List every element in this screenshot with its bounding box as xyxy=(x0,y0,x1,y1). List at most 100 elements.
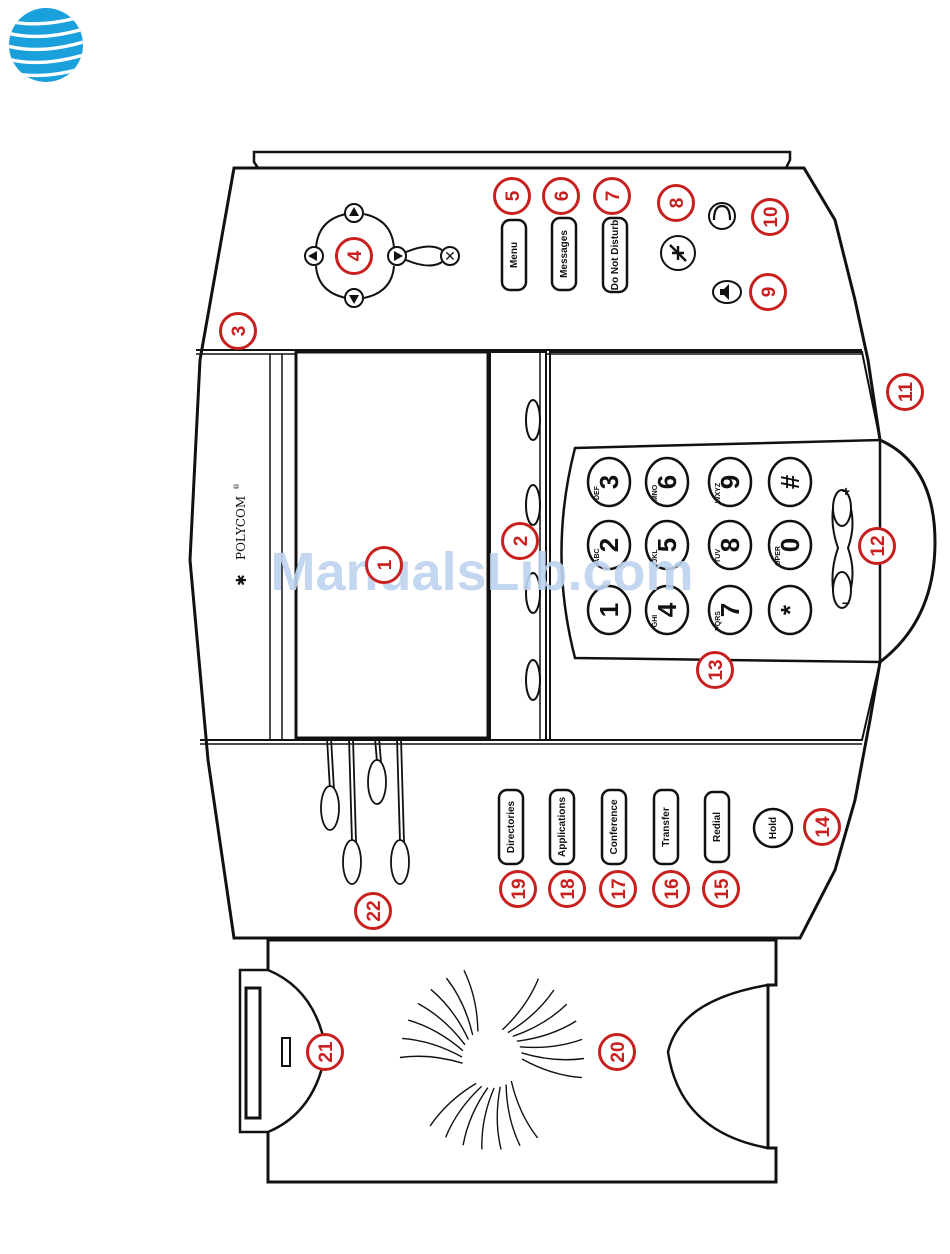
dial-key-letters: TUV xyxy=(715,549,722,563)
line-key[interactable] xyxy=(368,760,386,804)
line-key[interactable] xyxy=(391,840,409,884)
dial-key-letters: OPER xyxy=(775,546,782,566)
callout-2: 2 xyxy=(503,524,538,559)
att-logo xyxy=(4,8,90,82)
callout-18: 18 xyxy=(550,872,585,907)
cancel-icon: ✕ xyxy=(444,249,456,265)
callout-7: 7 xyxy=(595,179,630,214)
callout-20: 20 xyxy=(600,1035,635,1070)
polycom-symbol-icon: ✱ xyxy=(234,574,250,586)
volume-minus-label: − xyxy=(842,595,850,611)
dial-key-letters: DEF xyxy=(594,485,601,500)
callout-8: 8 xyxy=(659,186,694,221)
callout-11: 11 xyxy=(888,375,923,410)
callout-number: 12 xyxy=(868,535,889,556)
dial-key-*[interactable]: * xyxy=(769,586,811,634)
callout-14: 14 xyxy=(805,810,840,845)
callout-1: 1 xyxy=(367,548,402,583)
callout-17: 17 xyxy=(601,872,636,907)
callout-number: 20 xyxy=(608,1041,629,1062)
callout-number: 10 xyxy=(761,206,782,227)
callout-9: 9 xyxy=(751,275,786,310)
speaker-base xyxy=(268,940,776,1182)
callout-number: 6 xyxy=(552,191,573,202)
messages-button[interactable]: Messages xyxy=(552,218,576,290)
callout-5: 5 xyxy=(495,179,530,214)
hold-label: Hold xyxy=(768,817,779,839)
dial-key-digit: # xyxy=(775,474,805,489)
callout-10: 10 xyxy=(753,200,788,235)
callout-3: 3 xyxy=(221,314,256,349)
callout-number: 18 xyxy=(558,878,579,899)
volume-plus-label: + xyxy=(842,483,850,499)
callout-number: 4 xyxy=(345,250,366,261)
callout-12: 12 xyxy=(860,529,895,564)
speakerphone-button[interactable] xyxy=(713,281,741,303)
do-not-disturb-button[interactable]: Do Not Disturb xyxy=(603,218,627,292)
top-strip xyxy=(254,152,790,168)
callout-22: 22 xyxy=(356,894,391,929)
directories-button[interactable]: Directories xyxy=(499,790,523,864)
redial-button[interactable]: Redial xyxy=(705,792,729,862)
callout-number: 3 xyxy=(229,326,250,337)
conference-label: Conference xyxy=(609,799,620,854)
dial-key-letters: GHI xyxy=(652,615,659,628)
messages-label: Messages xyxy=(559,230,570,278)
applications-button[interactable]: Applications xyxy=(550,790,574,864)
callout-number: 16 xyxy=(662,878,683,899)
transfer-button[interactable]: Transfer xyxy=(654,790,678,864)
callout-number: 1 xyxy=(375,559,396,570)
callout-6: 6 xyxy=(544,179,579,214)
redial-label: Redial xyxy=(712,812,723,842)
callout-16: 16 xyxy=(654,872,689,907)
callout-number: 15 xyxy=(712,878,733,900)
callout-number: 19 xyxy=(509,878,530,899)
soft-key[interactable] xyxy=(526,660,540,700)
watermark-text: ManualsLib.com xyxy=(270,542,693,602)
menu-button[interactable]: Menu xyxy=(502,220,526,290)
callout-15: 15 xyxy=(704,872,739,907)
callout-number: 22 xyxy=(364,900,385,921)
dial-key-digit: 1 xyxy=(594,603,624,617)
card-slot xyxy=(246,988,260,1118)
callout-21: 21 xyxy=(308,1035,343,1070)
callout-number: 2 xyxy=(511,536,532,547)
callout-number: 7 xyxy=(603,191,624,202)
line-key[interactable] xyxy=(343,840,361,884)
callout-19: 19 xyxy=(501,872,536,907)
callout-number: 5 xyxy=(503,190,524,201)
transfer-label: Transfer xyxy=(661,807,672,847)
callout-number: 13 xyxy=(706,659,727,680)
callout-number: 21 xyxy=(316,1041,337,1063)
applications-label: Applications xyxy=(557,797,568,857)
menu-label: Menu xyxy=(509,242,520,268)
dial-key-letters: PQRS xyxy=(715,611,722,631)
directories-label: Directories xyxy=(506,800,517,853)
do-not-disturb-label: Do Not Disturb xyxy=(610,220,621,291)
soft-key[interactable] xyxy=(526,485,540,525)
conference-button[interactable]: Conference xyxy=(602,790,626,864)
headset-button[interactable] xyxy=(709,203,735,229)
callout-number: 9 xyxy=(759,287,780,298)
line-key[interactable] xyxy=(321,786,339,830)
polycom-registered-mark: ® xyxy=(233,483,241,490)
dial-key-digit: * xyxy=(775,604,805,615)
callout-number: 11 xyxy=(896,382,917,403)
callout-number: 17 xyxy=(609,878,630,899)
dial-key-letters: MNO xyxy=(652,484,659,501)
callout-number: 8 xyxy=(667,198,688,209)
dial-key-#[interactable]: # xyxy=(769,458,811,506)
callout-4: 4 xyxy=(337,239,372,274)
mute-button[interactable] xyxy=(661,236,695,270)
dial-key-letters: WXYZ xyxy=(715,482,722,503)
hold-button[interactable]: Hold xyxy=(754,809,792,847)
polycom-label: POLYCOM xyxy=(234,496,248,560)
soft-key[interactable] xyxy=(526,400,540,440)
